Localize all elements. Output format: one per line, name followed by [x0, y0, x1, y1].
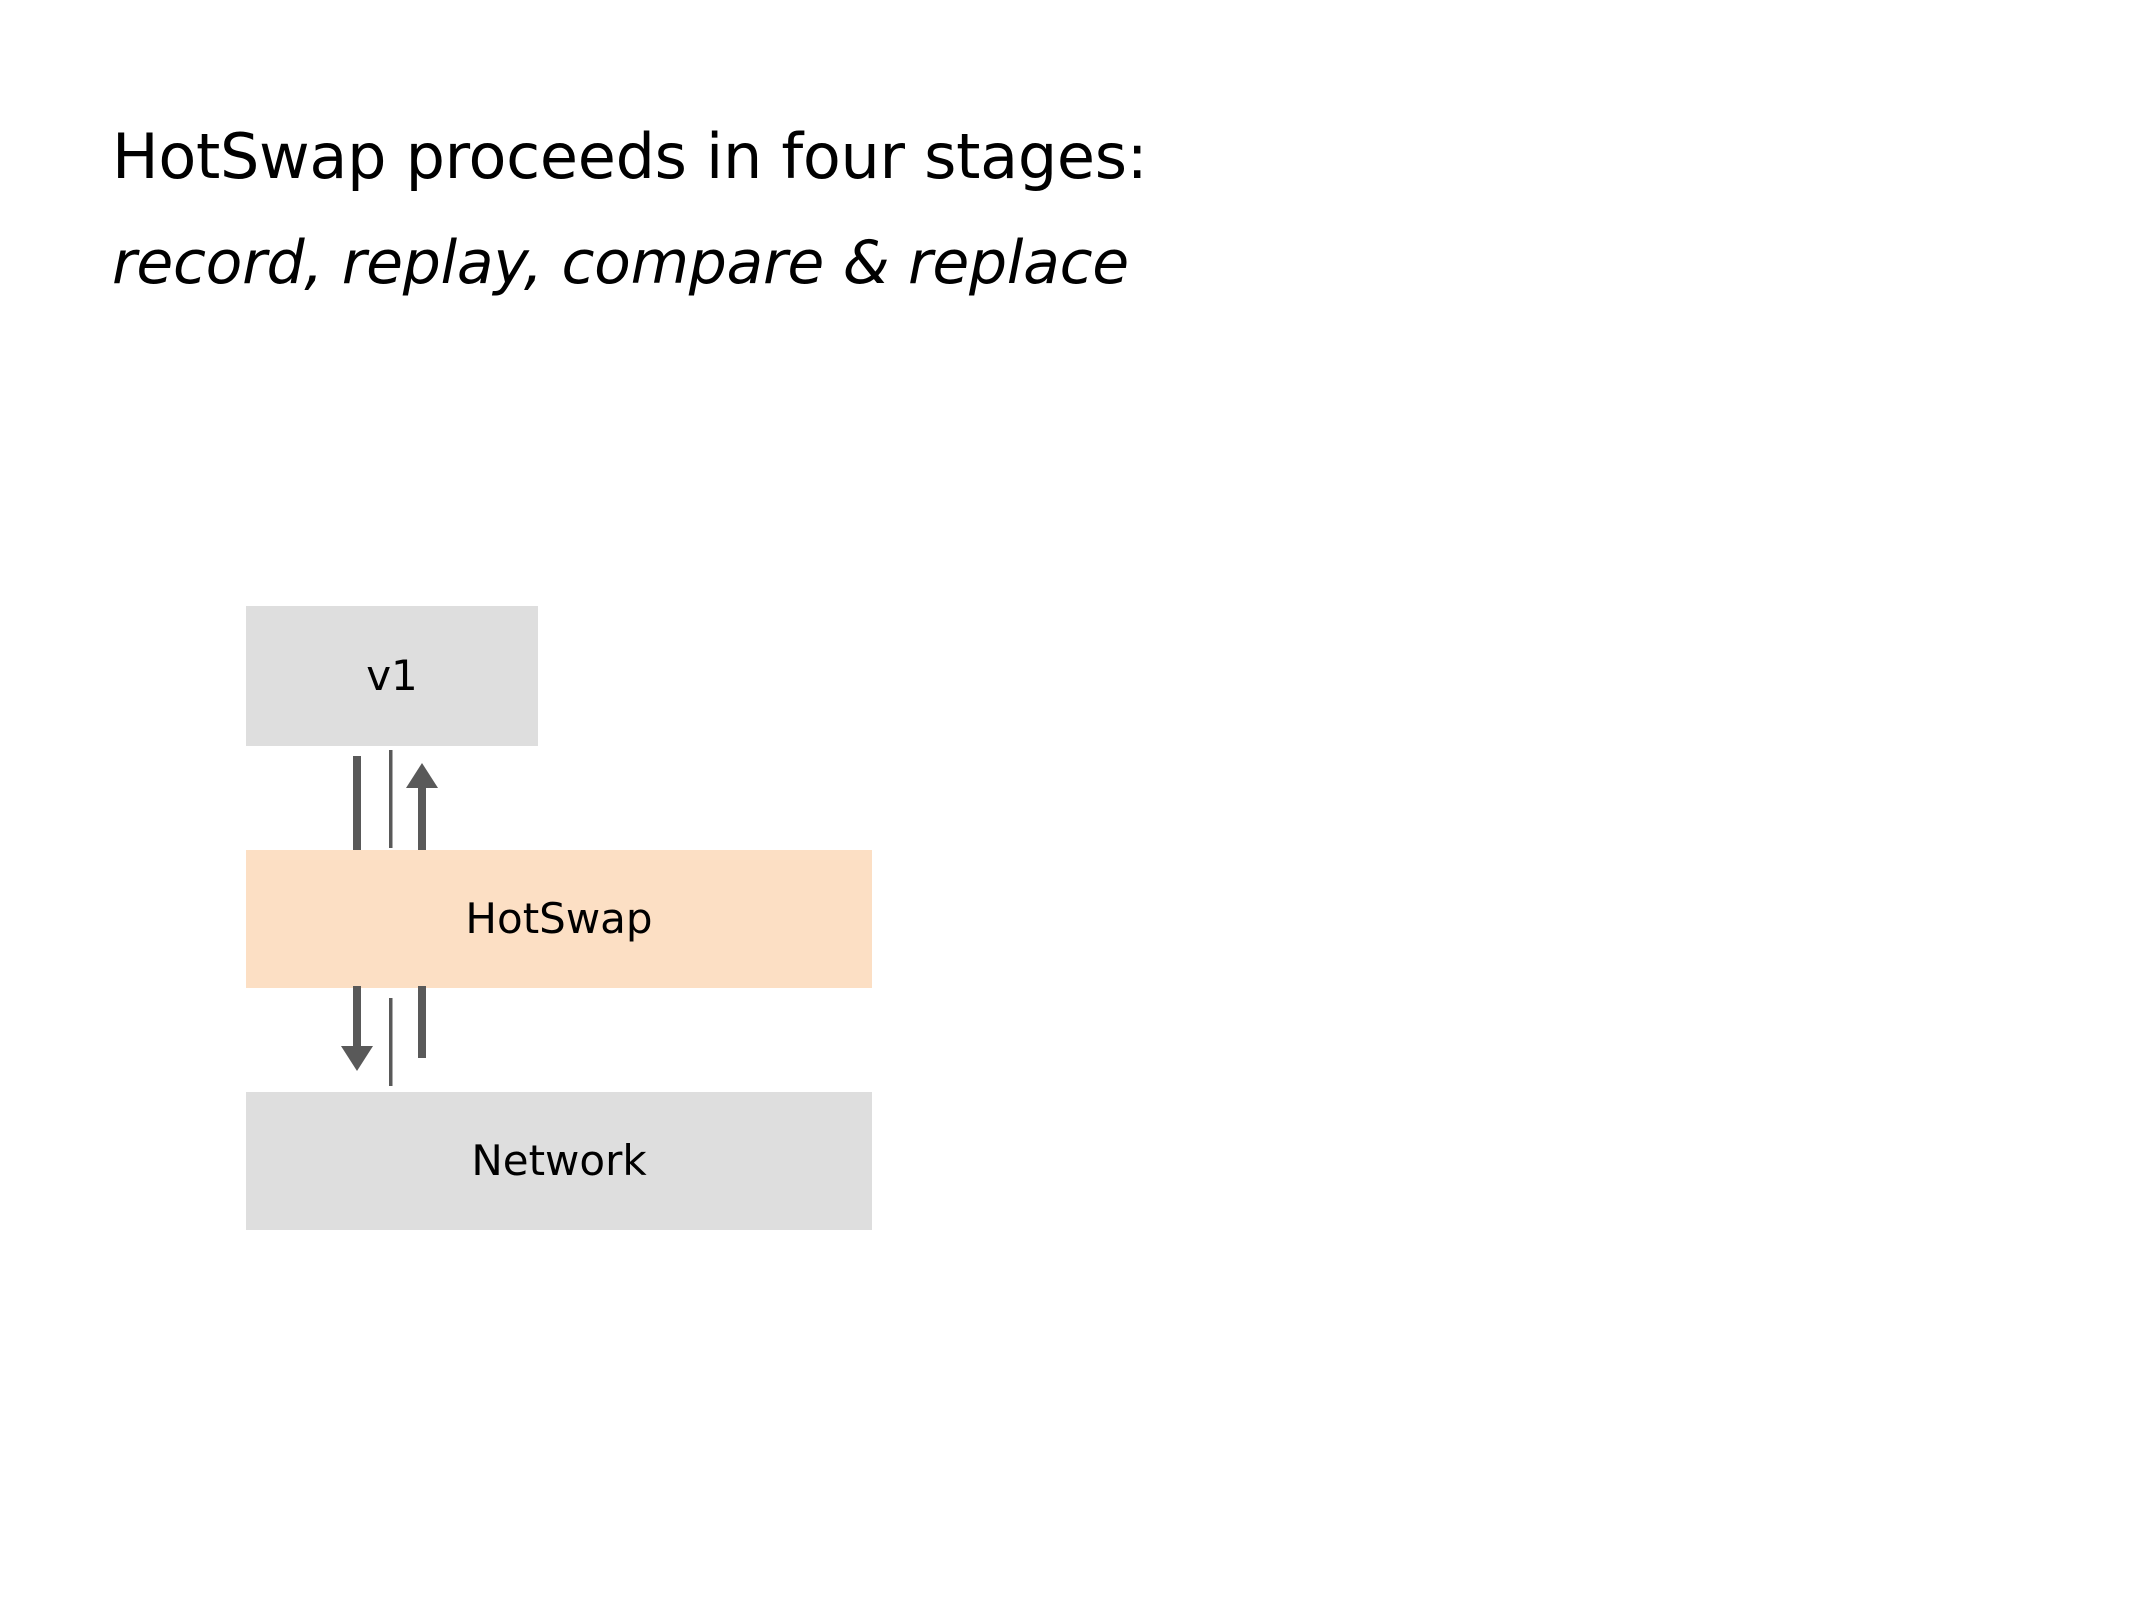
- diagram-box-hotswap-label: HotSwap: [465, 894, 653, 943]
- diagram-box-network: Network: [246, 1092, 872, 1230]
- network-to-hotswap-thick-line: [418, 986, 426, 1058]
- connectors-v1-hotswap: [353, 750, 438, 854]
- diagram-box-hotswap: HotSwap: [246, 850, 872, 988]
- hotswap-to-network-thin-line: [389, 998, 393, 1086]
- v1-to-hotswap-thick-line: [353, 756, 361, 854]
- diagram-box-network-label: Network: [471, 1136, 647, 1185]
- connectors-hotswap-network: [341, 986, 426, 1086]
- diagram-box-v1-label: v1: [366, 651, 418, 700]
- page-title: HotSwap proceeds in four stages: record,…: [112, 118, 1812, 302]
- title-line-emphasis: record, replay, compare & replace: [112, 228, 1129, 298]
- hotswap-to-v1-arrow: [406, 763, 438, 854]
- v1-to-hotswap-thin-line: [389, 750, 393, 848]
- title-line-primary: HotSwap proceeds in four stages:: [112, 120, 1148, 193]
- hotswap-to-network-arrow: [341, 986, 373, 1071]
- diagram-box-v1: v1: [246, 606, 538, 746]
